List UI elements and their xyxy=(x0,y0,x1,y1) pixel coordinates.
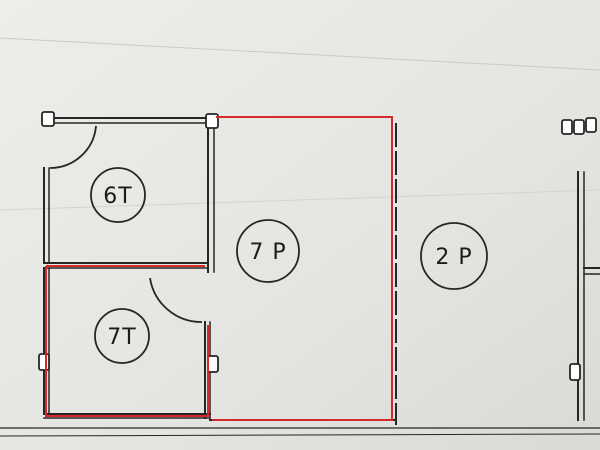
room-6t-circle xyxy=(90,167,146,223)
room-7t: 7T xyxy=(94,308,150,364)
room-7p-label: 7 P xyxy=(249,240,286,265)
highlight-7t xyxy=(45,265,209,417)
room-2p-circle xyxy=(420,222,488,290)
room-2p: 2 P xyxy=(420,222,488,290)
highlight-outlines xyxy=(45,116,393,421)
door-swing-7t xyxy=(149,277,203,323)
room-7t-circle xyxy=(94,308,150,364)
wall-posts xyxy=(38,111,597,381)
room-2p-label: 2 P xyxy=(435,245,472,270)
door-swing-6t xyxy=(49,125,97,169)
doors xyxy=(49,125,203,323)
room-6t: 6T xyxy=(90,167,146,223)
paper-fold-lines xyxy=(0,37,600,211)
room-6t-label: 6T xyxy=(103,184,132,209)
room-7p-circle xyxy=(236,219,300,283)
highlight-7p xyxy=(212,116,393,421)
room-7p: 7 P xyxy=(236,219,300,283)
room-7t-label: 7T xyxy=(107,325,136,350)
